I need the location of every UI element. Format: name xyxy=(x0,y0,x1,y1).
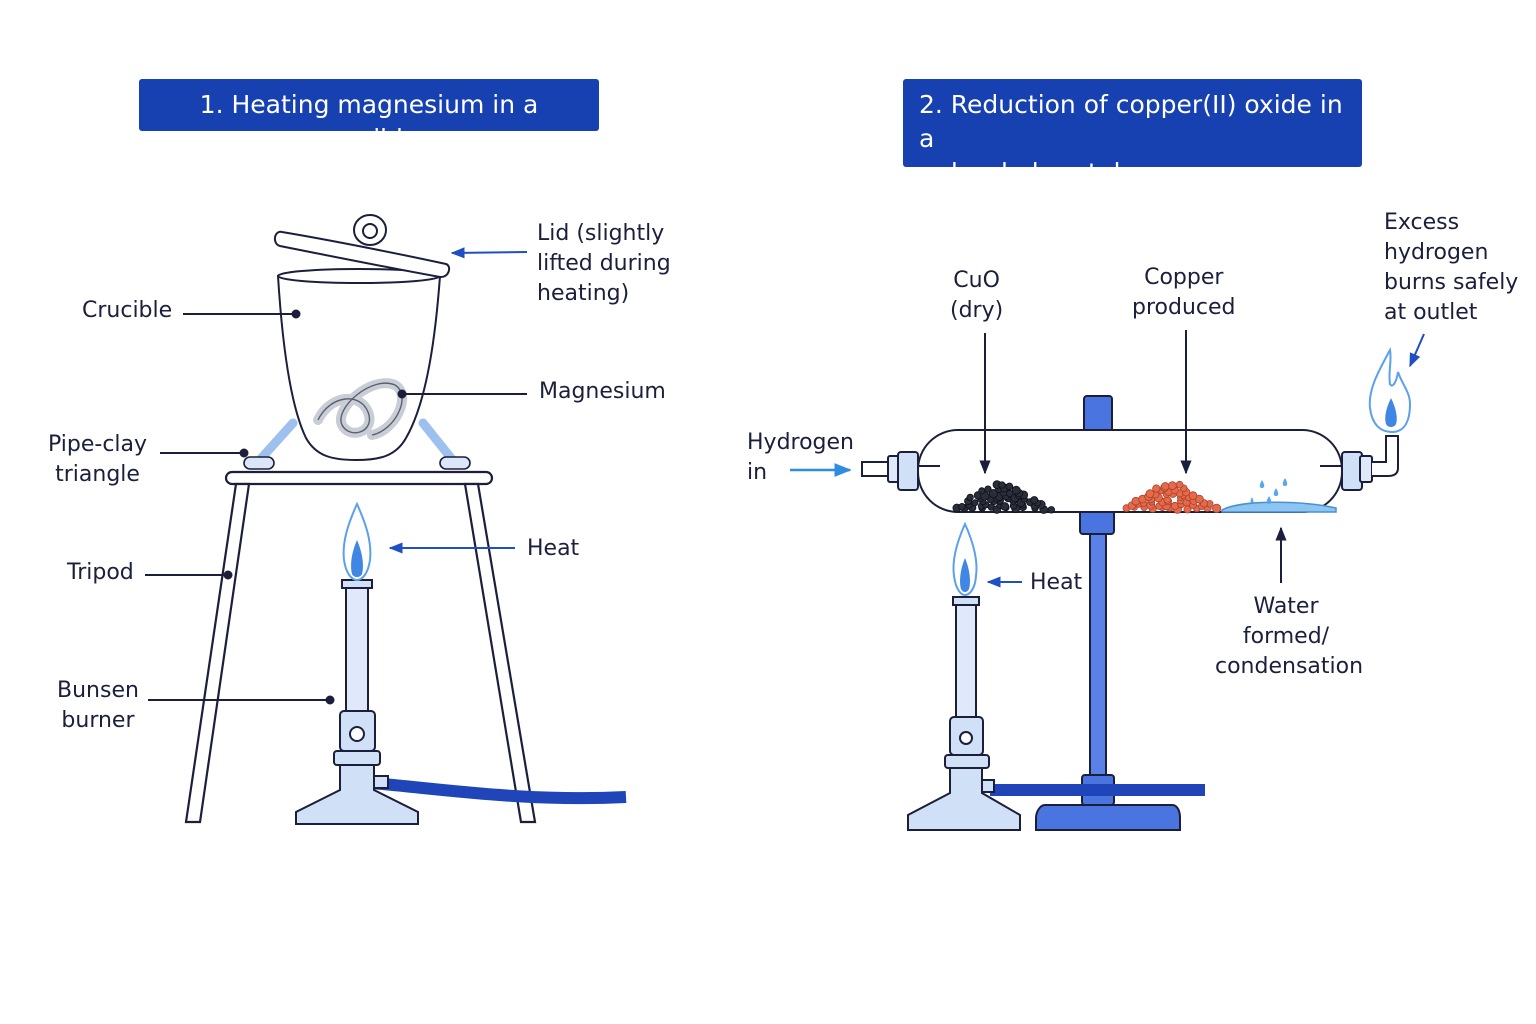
bunsen-burner-2 xyxy=(907,596,1205,831)
powder-granule xyxy=(1006,489,1014,498)
tripod xyxy=(184,470,537,824)
lid-arrow xyxy=(450,247,528,259)
powder-granule xyxy=(988,488,999,499)
tripod-label: Tripod xyxy=(67,560,134,585)
powder-granule xyxy=(998,481,1006,489)
panel2-arrows xyxy=(790,330,1425,588)
cuo-label-line2: (dry) xyxy=(950,298,1004,323)
magnesium-label: Magnesium xyxy=(539,379,666,404)
retort-stand xyxy=(1035,395,1181,831)
powder-granule xyxy=(1005,482,1014,491)
water-label-line1: Water xyxy=(1253,594,1319,619)
bunsen-label-line2: burner xyxy=(61,708,135,733)
panel2-title-line2: hard glass tube xyxy=(951,158,1145,187)
hard-glass-tube xyxy=(861,429,1399,513)
water-label-line2: formed/ xyxy=(1242,624,1330,649)
pipe-clay-label-line2: triangle xyxy=(55,462,140,487)
excess-label-line3: burns safely xyxy=(1384,270,1519,295)
water-condensation xyxy=(1221,478,1337,513)
powder-granule xyxy=(1161,482,1170,491)
powder-granule xyxy=(971,499,979,507)
powder-granule xyxy=(978,487,986,495)
copper-powder xyxy=(1122,480,1222,514)
lid-label-line3: heating) xyxy=(537,281,630,306)
water-label-line3: condensation xyxy=(1215,654,1364,679)
panel1-title: 1. Heating magnesium in a crucible xyxy=(139,79,599,153)
pipe-clay-label: Pipe-clay triangle xyxy=(48,430,147,490)
bunsen-burner-1 xyxy=(295,579,627,825)
lid-label: Lid (slightly lifted during heating) xyxy=(537,219,671,309)
panel1-pointers xyxy=(145,309,527,705)
panel2-title: 2. Reduction of copper(II) oxide in a ha… xyxy=(903,79,1362,187)
lid-label-line2: lifted during xyxy=(537,251,671,276)
crucible-lid xyxy=(274,214,451,279)
powder-granule xyxy=(1000,502,1010,511)
panel1-title-text: 1. Heating magnesium in a crucible xyxy=(199,90,539,153)
hydrogen-in-label-line2: in xyxy=(747,460,768,485)
excess-label-line1: Excess xyxy=(1384,210,1460,235)
crucible-label: Crucible xyxy=(82,298,173,323)
powder-granule xyxy=(1152,484,1161,493)
cuo-label: CuO (dry) xyxy=(950,266,1003,326)
bunsen-label: Bunsen burner xyxy=(57,676,139,736)
cuo-powder xyxy=(952,480,1055,514)
excess-label-line2: hydrogen xyxy=(1384,240,1489,265)
hydrogen-in-label-line1: Hydrogen xyxy=(747,430,854,455)
powder-granule xyxy=(1188,491,1198,500)
powder-granule xyxy=(1168,481,1177,491)
panel2-title-line1: 2. Reduction of copper(II) oxide in a xyxy=(919,90,1343,153)
magnesium-ribbon xyxy=(313,378,408,440)
heat-label-1: Heat xyxy=(527,536,580,561)
flame-1 xyxy=(342,501,372,582)
excess-arrow xyxy=(1409,333,1425,368)
powder-granule xyxy=(984,485,992,493)
powder-granule xyxy=(1175,480,1184,489)
bunsen-label-line1: Bunsen xyxy=(57,678,139,703)
outlet-flame xyxy=(1368,346,1412,434)
copper-label-line1: Copper xyxy=(1144,265,1224,290)
powder-granule xyxy=(1047,506,1055,514)
powder-granule xyxy=(1212,503,1222,513)
powder-granule xyxy=(1030,496,1039,505)
water-label: Water formed/ condensation xyxy=(1215,592,1364,682)
excess-label-line4: at outlet xyxy=(1384,300,1478,325)
cuo-label-line1: CuO xyxy=(953,268,1000,293)
copper-label-line2: produced xyxy=(1132,295,1236,320)
powder-granule xyxy=(966,493,974,501)
pipe-clay-triangle xyxy=(243,418,471,470)
copper-label: Copper produced xyxy=(1132,263,1236,323)
heat-label-2: Heat xyxy=(1030,570,1083,595)
flame-2 xyxy=(952,521,978,597)
lid-label-line1: Lid (slightly xyxy=(537,221,665,246)
excess-hydrogen-label: Excess hydrogen burns safely at outlet xyxy=(1384,208,1518,328)
powder-granule xyxy=(958,503,966,511)
powder-granule xyxy=(1011,485,1021,495)
pipe-clay-label-line1: Pipe-clay xyxy=(48,432,148,457)
powder-granule xyxy=(1145,489,1155,499)
hydrogen-in-label: Hydrogen in xyxy=(747,428,854,488)
